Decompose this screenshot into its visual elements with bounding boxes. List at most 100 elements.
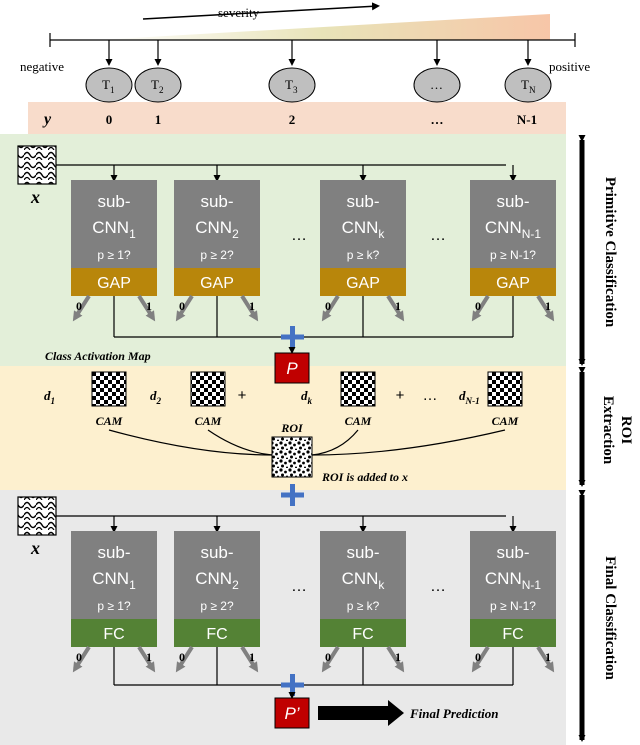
output-zero-label: 0 — [76, 299, 82, 313]
sub-cnn-box — [71, 531, 157, 619]
y-band — [28, 102, 566, 134]
sub-cnn-condition: p ≥ 2? — [200, 248, 234, 262]
section-label-roi-2: Extraction — [600, 396, 616, 465]
sub-cnn-line1: sub- — [97, 543, 130, 562]
output-one-label: 1 — [545, 650, 551, 664]
sub-cnn-name: CNN — [342, 218, 379, 237]
bar-label: GAP — [200, 275, 234, 292]
sub-cnn-line2: CNNk — [342, 569, 386, 592]
output-zero-label: 0 — [475, 299, 481, 313]
sub-cnn-line2: CNN1 — [92, 218, 136, 241]
cam-weight-base: d — [44, 388, 51, 403]
severity-label: severity — [218, 5, 260, 20]
cam-connector — [311, 429, 359, 456]
threshold-label-base: T — [285, 77, 293, 92]
ellipsis: … — [291, 227, 307, 244]
threshold-node — [134, 67, 182, 103]
plus-text: + — [396, 387, 405, 404]
threshold-label: T1 — [102, 77, 115, 95]
output-one-label: 1 — [395, 299, 401, 313]
output-arrow-one — [137, 294, 156, 322]
sub-cnn-box — [470, 180, 556, 268]
fc-bar — [174, 619, 260, 647]
sub-cnn-line1: sub- — [346, 543, 379, 562]
output-one-label: 1 — [146, 650, 152, 664]
sub-cnn-index: N-1 — [522, 227, 542, 241]
sub-cnn-box — [174, 531, 260, 619]
sub-cnn-index: 2 — [232, 578, 239, 592]
sub-cnn-line2: CNN2 — [195, 218, 239, 241]
sub-cnn-index: N-1 — [522, 578, 542, 592]
threshold-label-sub: N — [529, 85, 536, 95]
cam-label: CAM — [345, 414, 372, 428]
sub-cnn-name: CNN — [92, 218, 129, 237]
sub-cnn-box — [174, 180, 260, 268]
sub-cnn-line1: sub- — [200, 543, 233, 562]
gap-bar — [174, 268, 260, 296]
bar-label: FC — [502, 626, 523, 643]
input-image — [17, 145, 57, 185]
final-prediction-label: Final Prediction — [409, 706, 498, 721]
sub-cnn-condition: p ≥ 1? — [97, 248, 131, 262]
y-value: … — [431, 112, 444, 127]
sub-cnn-condition: p ≥ k? — [347, 599, 380, 613]
sub-cnn-box — [470, 531, 556, 619]
sub-cnn-index: k — [378, 578, 385, 592]
output-arrow-one — [137, 645, 156, 673]
section-label-final: Final Classification — [602, 556, 618, 680]
cam-weight: d1 — [44, 388, 55, 406]
output-zero-label: 0 — [475, 650, 481, 664]
threshold-label-base: … — [430, 77, 443, 92]
final-prediction-arrow — [318, 700, 404, 726]
input-image — [17, 496, 57, 536]
sub-cnn-line2: CNNN-1 — [485, 218, 542, 241]
plus-horizontal — [281, 334, 304, 340]
threshold-node — [268, 67, 316, 103]
bar-label: FC — [206, 626, 227, 643]
sub-cnn-line1: sub- — [496, 192, 529, 211]
threshold-label: TN — [521, 77, 536, 95]
threshold-label-base: T — [521, 77, 529, 92]
output-zero-label: 0 — [76, 650, 82, 664]
ellipsis: … — [430, 578, 446, 595]
bar-label: FC — [103, 626, 124, 643]
cam-connector — [311, 429, 506, 456]
output-zero-label: 0 — [325, 299, 331, 313]
sub-cnn-box — [320, 180, 406, 268]
sub-cnn-name: CNN — [485, 569, 522, 588]
output-arrow-zero — [175, 645, 194, 673]
output-one-label: 1 — [545, 299, 551, 313]
sub-cnn-condition: p ≥ 2? — [200, 599, 234, 613]
cam-label: CAM — [96, 414, 123, 428]
sub-cnn-condition: p ≥ N-1? — [490, 248, 536, 262]
threshold-label-sub: 1 — [110, 85, 115, 95]
output-arrow-one — [536, 645, 555, 673]
cam-weight-base: d — [459, 388, 466, 403]
section-label-roi: ROI — [618, 416, 634, 445]
ellipsis: … — [291, 578, 307, 595]
cam-map — [340, 371, 376, 407]
roi-image — [271, 436, 313, 478]
input-x-label: x — [30, 187, 40, 207]
cam-weight-sub: 1 — [51, 396, 56, 406]
cam-connector — [108, 429, 273, 456]
prediction-label: P — [286, 359, 298, 378]
y-value: 0 — [106, 112, 113, 127]
output-arrow-zero — [471, 645, 490, 673]
output-one-label: 1 — [395, 650, 401, 664]
cam-weight: dN-1 — [459, 388, 480, 406]
sub-cnn-line1: sub- — [346, 192, 379, 211]
sub-cnn-index: k — [378, 227, 385, 241]
threshold-label-base: T — [151, 77, 159, 92]
fc-bar — [320, 619, 406, 647]
sub-cnn-index: 2 — [232, 227, 239, 241]
sub-cnn-name: CNN — [342, 569, 379, 588]
cam-label: CAM — [195, 414, 222, 428]
sub-cnn-condition: p ≥ N-1? — [490, 599, 536, 613]
roi-label: ROI — [280, 421, 304, 435]
